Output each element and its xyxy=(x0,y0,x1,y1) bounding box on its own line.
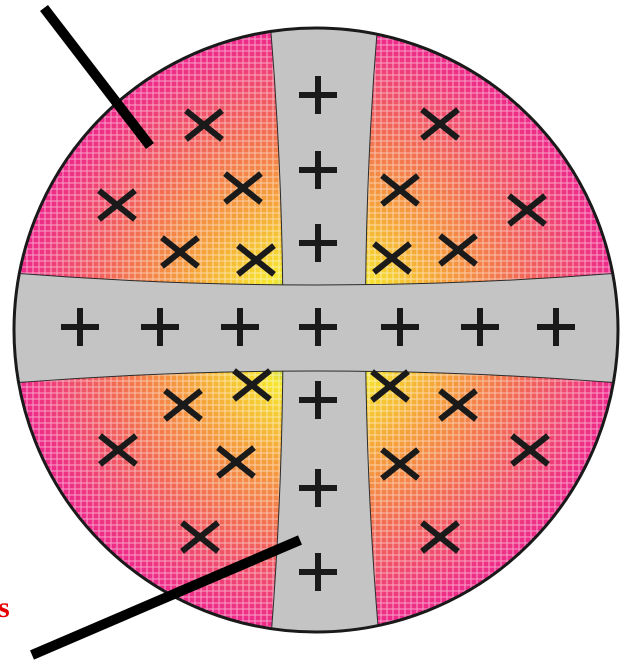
partial-label: s xyxy=(0,591,10,624)
